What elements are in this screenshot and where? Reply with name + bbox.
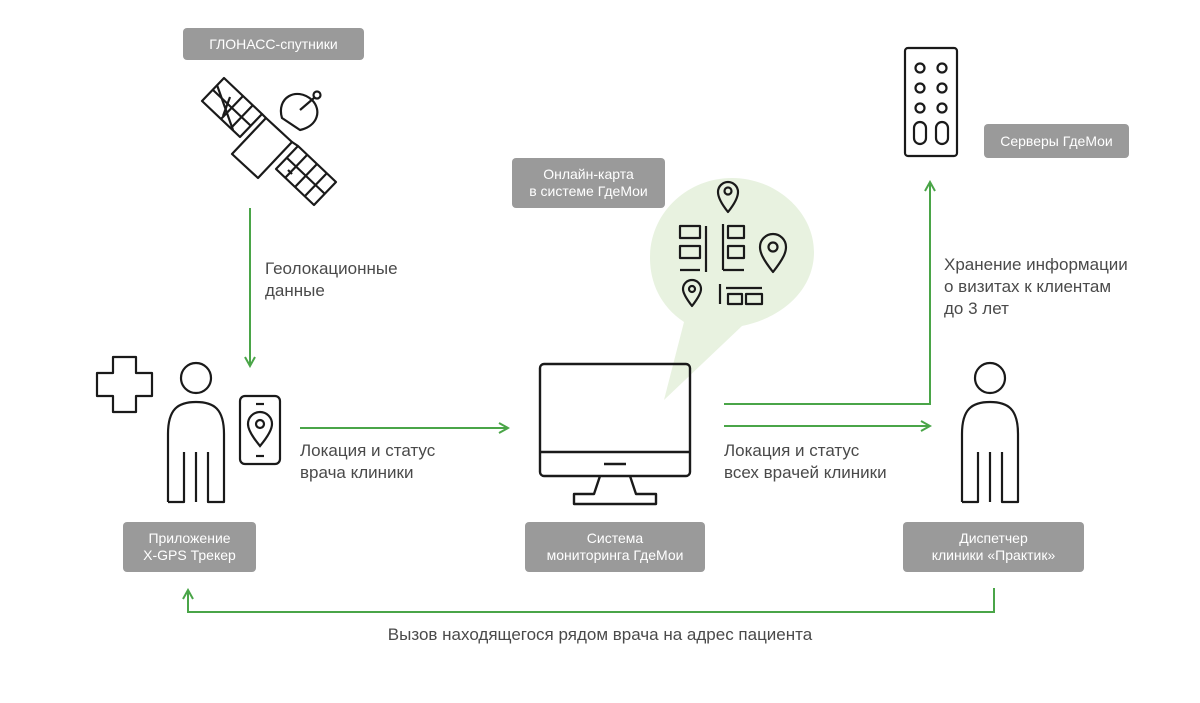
server-icon xyxy=(903,46,959,158)
monitoring-tag: Система мониторинга ГдеМои xyxy=(525,522,705,572)
online-map-tag: Онлайн-карта в системе ГдеМои xyxy=(512,158,665,208)
glonass-tag: ГЛОНАСС-спутники xyxy=(183,28,364,60)
medical-cross-icon xyxy=(95,355,154,414)
satellite-icon xyxy=(200,76,338,207)
dispatcher-person-icon xyxy=(960,361,1020,504)
call-label: Вызов находящегося рядом врача на адрес … xyxy=(387,625,813,644)
all-status-label: Локация и статус всех врачей клиники xyxy=(724,441,887,482)
app-tag: Приложение X-GPS Трекер xyxy=(123,522,256,572)
storage-label: Хранение информации о визитах к клиентам… xyxy=(944,255,1128,318)
dispatcher-tag: Диспетчер клиники «Практик» xyxy=(903,522,1084,572)
doctor-status-label: Локация и статус врача клиники xyxy=(300,441,436,482)
servers-tag: Серверы ГдеМои xyxy=(984,124,1129,158)
doctor-person-icon xyxy=(166,361,226,504)
monitor-icon xyxy=(538,362,692,506)
phone-map-pin-icon xyxy=(238,394,282,466)
map-bubble-icon xyxy=(650,178,814,400)
geo-data-label: Геолокационные данные xyxy=(265,259,398,300)
